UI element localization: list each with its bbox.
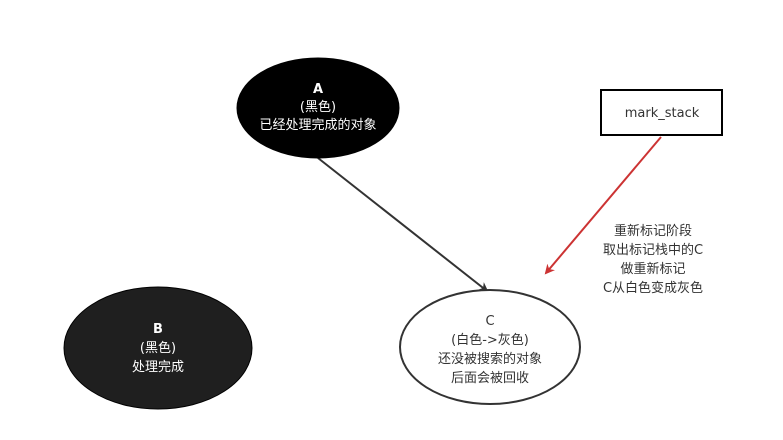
node-c-label: C <box>485 314 494 329</box>
mark-stack-rect <box>600 89 723 136</box>
node-a-shape <box>236 57 400 159</box>
node-b-shape <box>63 286 253 410</box>
node-a: A (黑色) 已经处理完成的对象 <box>236 57 400 159</box>
annotation-line-3: 做重新标记 <box>620 261 685 277</box>
node-b-desc: 处理完成 <box>132 360 184 375</box>
node-c: C (白色->灰色) 还没被搜索的对象 后面会被回收 <box>399 289 581 405</box>
mark-stack-label: mark_stack <box>625 106 700 121</box>
node-a-desc: 已经处理完成的对象 <box>259 117 376 133</box>
node-c-color: (白色->灰色) <box>451 332 529 348</box>
node-c-shape <box>399 289 581 405</box>
node-c-desc: 还没被搜索的对象 <box>438 351 542 367</box>
node-b-label: B <box>153 322 163 337</box>
node-b: B (黑色) 处理完成 <box>63 286 253 410</box>
annotation-line-4: C从白色变成灰色 <box>603 280 703 296</box>
node-c-note: 后面会被回收 <box>451 371 529 386</box>
node-a-label: A <box>313 82 323 97</box>
mark-stack-box: mark_stack <box>600 89 723 136</box>
node-b-color: (黑色) <box>140 340 176 356</box>
annotation-line-2: 取出标记栈中的C <box>603 242 703 258</box>
node-a-color: (黑色) <box>300 99 336 115</box>
remark-arrow <box>544 136 662 275</box>
remark-annotation: 重新标记阶段 取出标记栈中的C 做重新标记 C从白色变成灰色 <box>603 223 703 296</box>
annotation-line-1: 重新标记阶段 <box>614 223 692 239</box>
edge-a-to-c <box>317 157 489 293</box>
